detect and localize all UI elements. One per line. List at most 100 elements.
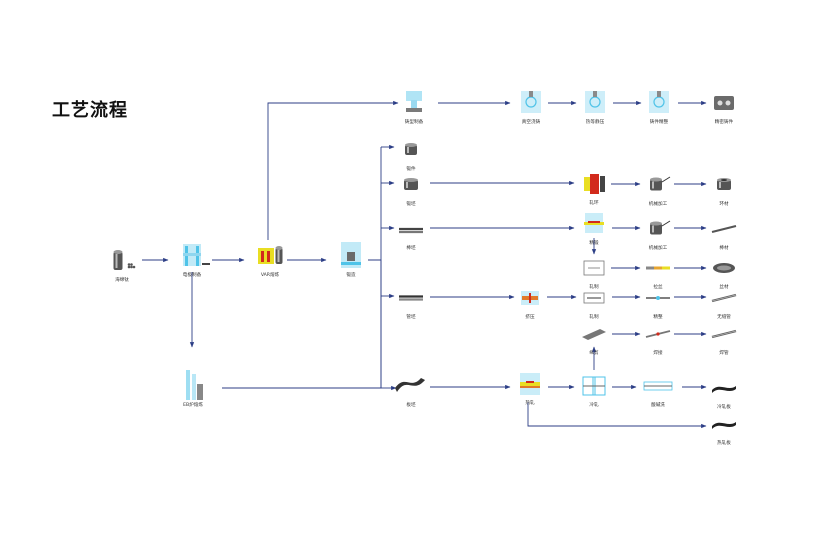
node-label: 热轧板 [717,439,731,446]
node-label: 管坯 [406,313,416,320]
node-machining2: 机械加工 [649,220,671,251]
node-label: 锻造 [346,271,356,278]
machining-icon [650,176,671,191]
node-var: VAR熔炼 [258,246,283,278]
seamless-tube-icon [711,293,737,303]
node-label: 冷轧 [589,401,599,408]
cold-rolling-mill-icon [582,376,606,396]
node-label: EB炉熔炼 [183,401,203,408]
node-wire: 丝材 [713,263,735,290]
node-vacuum-cast: 真空浇铸 [521,91,541,125]
electrode-press-icon [183,244,210,266]
node-casting-finish: 铸件精整 [649,91,669,125]
node-label: 真空浇铸 [522,118,541,125]
node-cold-plate: 冷轧板 [712,386,736,410]
node-cold-rolling: 冷轧 [582,376,606,408]
extrusion-icon [521,291,539,305]
forging-part-icon [405,143,417,155]
node-label: 精密铸件 [715,118,734,125]
bar-rolling-icon [583,260,605,276]
node-ebf: EB炉熔炼 [183,370,203,408]
node-label: 机械加工 [649,200,668,207]
forging-press-icon [341,242,361,268]
node-tube-rolling: 轧制 [583,292,605,320]
node-drawing: 拉丝 [646,266,670,290]
flow-arrow [527,402,707,429]
node-ring-rolling: 轧环 [584,174,605,206]
node-label: 铸件精整 [650,118,669,125]
node-label: 电极制备 [183,271,202,278]
slitting-icon [582,329,606,340]
node-annealing: 酸碱洗 [643,381,673,408]
var-furnace-icon [258,246,283,264]
node-bar-blank: 棒坯 [399,227,423,251]
cold-rolled-plate-icon [712,386,736,393]
precision-casting-icon [714,96,734,110]
bar-blank-icon [399,227,423,234]
hot-isostatic-press-icon [585,91,605,113]
node-label: 拉丝 [653,283,663,290]
node-label: 热等静压 [586,118,605,125]
node-label: 酸碱洗 [651,401,665,408]
node-label: 冷轧板 [717,403,731,410]
page-title: 工艺流程 [52,100,128,121]
node-label: 板坯 [406,401,416,408]
flow-connectors [142,100,707,429]
finish-forging-icon [584,213,604,233]
node-finishing: 精锻 [584,213,604,246]
pickling-icon [643,381,673,391]
welding-icon [645,330,671,338]
slab-icon [395,378,425,392]
node-label: 纵剪 [589,349,599,356]
node-hip: 热等静压 [585,91,605,125]
hot-rolling-mill-icon [520,373,540,395]
billet-icon [404,178,418,190]
node-label: 精锻 [589,239,599,246]
node-hot-plate: 热轧板 [712,422,736,446]
node-raw: 海绵钛 [113,250,136,283]
eb-furnace-icon [186,370,203,400]
node-machining1: 机械加工 [649,176,671,207]
flow-bus [222,259,382,389]
node-label: 机械加工 [649,244,668,251]
flow-branch-up [267,100,399,240]
node-label: 精整 [653,313,663,320]
node-billet: 锻坯 [404,178,418,207]
node-label: 棒材 [719,244,729,251]
tube-rolling-icon [583,292,605,304]
casting-finishing-icon [649,91,669,113]
node-bar: 棒材 [711,225,737,251]
ring-icon [717,178,731,190]
node-label: 海绵钛 [115,276,129,283]
node-label: 无缝管 [717,313,731,320]
tube-finishing-icon [646,296,670,300]
node-welding: 焊接 [645,330,671,356]
node-precision-casting: 精密铸件 [714,96,734,125]
machining-icon [650,220,671,235]
node-label: 热轧 [525,399,535,406]
node-label: 环材 [719,200,729,207]
node-label: 挤压 [525,313,535,320]
welded-tube-icon [711,329,737,339]
wire-coil-icon [713,263,735,273]
node-label: 铸型制备 [405,118,424,125]
node-forging: 锻造 [341,242,361,278]
node-label: 焊接 [653,349,663,356]
hot-rolled-plate-icon [712,422,736,429]
node-label: 丝材 [719,283,729,290]
node-strip-cut: 纵剪 [582,329,606,356]
wire-drawing-icon [646,266,670,270]
node-rolling-bar: 轧制 [583,260,605,290]
node-slab: 板坯 [395,378,425,408]
node-label: 锻坯 [406,200,416,207]
node-tube-finish: 精整 [646,296,670,320]
node-seamless-tube: 无缝管 [711,293,737,320]
bar-icon [711,225,737,233]
node-ring: 环材 [717,178,731,207]
mold-icon [406,91,422,112]
flow-nodes: 海绵钛 电极制备 EB炉熔炼 VAR熔炼锻造 铸型制备 真空浇铸 热等静压 铸件精整 精密铸件锻… [113,91,737,446]
node-mold-prep: 铸型制备 [405,91,424,125]
node-label: 轧环 [589,199,599,206]
node-label: 锻件 [406,165,416,172]
